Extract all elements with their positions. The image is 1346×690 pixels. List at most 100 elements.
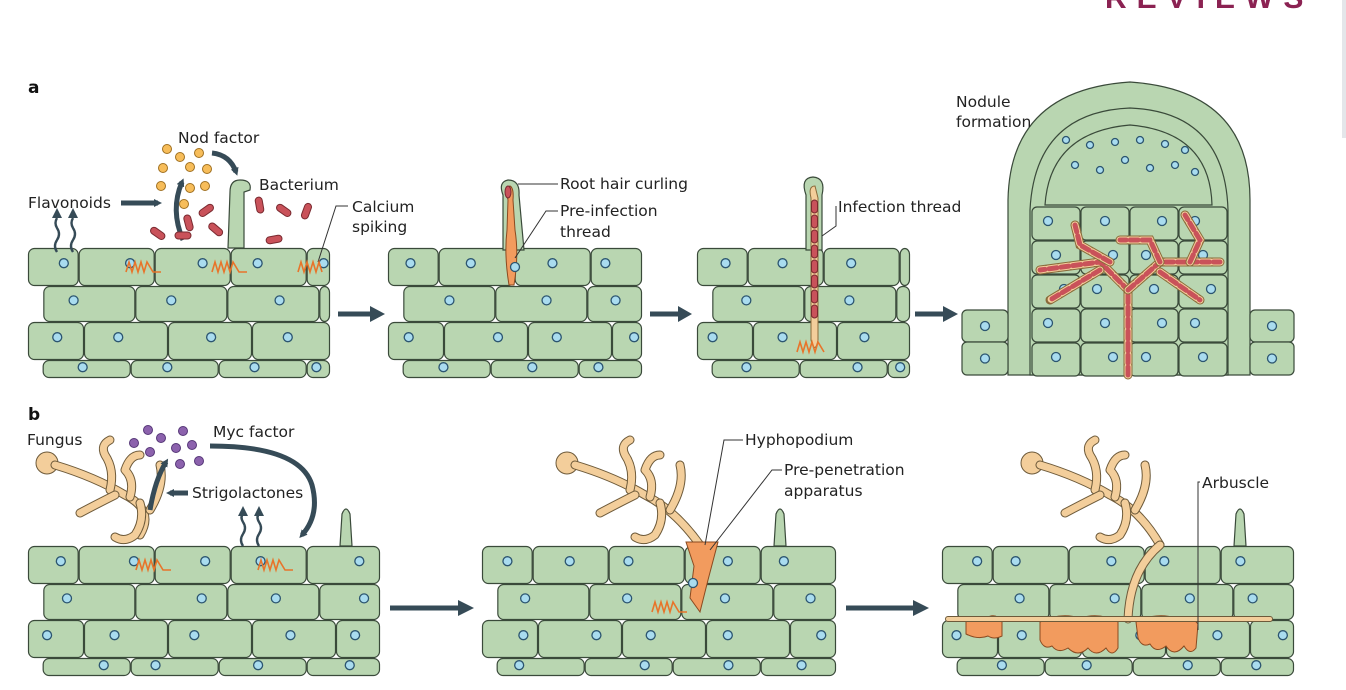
pre-infection-leader <box>514 210 558 259</box>
pre-penetration-apparatus <box>685 541 719 614</box>
label-nodule-formation-2: formation <box>956 113 1031 131</box>
plant-cell <box>1220 545 1295 585</box>
nucleus <box>687 577 699 589</box>
nucleus <box>979 353 991 364</box>
label-myc-factor: Myc factor <box>213 423 295 441</box>
nucleus <box>354 556 365 567</box>
label-pre-infection-thread-2: thread <box>560 223 611 241</box>
plant-cell <box>1249 619 1295 659</box>
stage-arrow <box>650 306 692 322</box>
bacteria-in-thread <box>1037 259 1131 378</box>
nucleus <box>719 593 731 604</box>
panel-b-stage3-tissue <box>941 545 1295 677</box>
plant-cell <box>957 583 1050 621</box>
label-calcium-spiking-2: spiking <box>352 218 407 236</box>
plant-cell <box>167 619 253 659</box>
plant-cell <box>711 359 800 379</box>
nucleus <box>628 332 640 343</box>
nucleus <box>58 258 69 269</box>
label-pre-penetration-apparatus-2: apparatus <box>784 482 863 500</box>
nucleus <box>1120 155 1130 165</box>
nucleus <box>1277 630 1289 641</box>
nucleus <box>707 332 718 343</box>
root-hair <box>773 508 787 547</box>
hypha-fill <box>121 451 144 501</box>
bacterium <box>811 244 818 259</box>
nucleus <box>741 362 752 373</box>
nucleus <box>1212 630 1223 641</box>
label-flavonoids: Flavonoids <box>28 194 111 212</box>
nucleus <box>514 660 525 671</box>
nucleus <box>859 332 870 343</box>
plant-cell <box>836 321 911 361</box>
plant-cell <box>83 619 169 659</box>
stage-arrow <box>390 600 474 616</box>
plant-cell <box>1129 342 1179 377</box>
nucleus <box>564 556 575 567</box>
nucleus <box>196 593 207 604</box>
nucleus <box>349 630 361 641</box>
nodule <box>961 81 1295 380</box>
label-hyphopodium: Hyphopodium <box>745 431 853 449</box>
nucleus <box>1197 351 1209 363</box>
plant-cell <box>387 321 445 361</box>
plant-cell <box>130 657 219 677</box>
hypha-fill <box>111 499 146 544</box>
nucleus <box>1156 317 1168 329</box>
nucleus <box>41 630 53 641</box>
plant-cell <box>227 285 320 323</box>
hypha-fill <box>641 451 664 501</box>
nucleus <box>438 362 449 373</box>
nucleus <box>1145 163 1155 173</box>
nucleus <box>846 258 857 269</box>
nucleus <box>639 660 650 671</box>
arbuscle-leader <box>1197 481 1200 630</box>
label-pre-penetration-apparatus: Pre-penetration <box>784 461 905 479</box>
nucleus <box>1050 249 1062 261</box>
plant-cell <box>27 545 79 585</box>
nucleus <box>113 332 124 343</box>
plant-cell <box>495 285 588 323</box>
nucleus <box>162 362 173 373</box>
plant-cell <box>1132 657 1221 677</box>
nucleus <box>1099 215 1111 227</box>
curled-root-hair <box>500 179 525 286</box>
nucleus <box>1140 351 1152 363</box>
plant-cell <box>43 583 136 621</box>
nucleus <box>722 630 733 641</box>
plant-cell <box>306 657 381 677</box>
label-fungus: Fungus <box>27 431 82 449</box>
scrollbar[interactable] <box>1342 0 1346 138</box>
plant-cell <box>154 247 231 287</box>
nod-factor-release-arrow <box>173 178 186 241</box>
nucleus <box>55 556 66 567</box>
root-hair <box>227 179 251 249</box>
stage-arrow <box>338 306 385 322</box>
plant-cell <box>438 247 515 287</box>
nucleus <box>1061 135 1071 145</box>
calcium-spiking-leader <box>317 205 348 263</box>
nucleus <box>405 258 416 269</box>
nucleus <box>720 258 731 269</box>
plant-cell <box>611 321 643 361</box>
nucleus <box>816 630 827 641</box>
nucleus <box>1042 317 1054 329</box>
plant-cell <box>319 583 381 621</box>
nucleus <box>444 295 455 306</box>
bacterium <box>811 274 818 289</box>
nucleus <box>777 258 788 269</box>
journal-section-label: REVIEWS <box>1105 0 1313 16</box>
nucleus <box>547 258 558 269</box>
nod-factor-molecules <box>156 144 212 209</box>
nucleus <box>1014 593 1025 604</box>
plant-cell <box>481 619 539 659</box>
plant-cell <box>135 285 228 323</box>
nucleus <box>492 332 504 343</box>
nucleus <box>200 556 211 567</box>
plant-cell <box>584 657 673 677</box>
nucleus <box>282 332 293 343</box>
root-hair <box>339 508 353 547</box>
hypha-fill <box>1061 491 1104 517</box>
plant-cell <box>1129 206 1179 241</box>
flavonoid-signal-icon <box>52 208 78 253</box>
